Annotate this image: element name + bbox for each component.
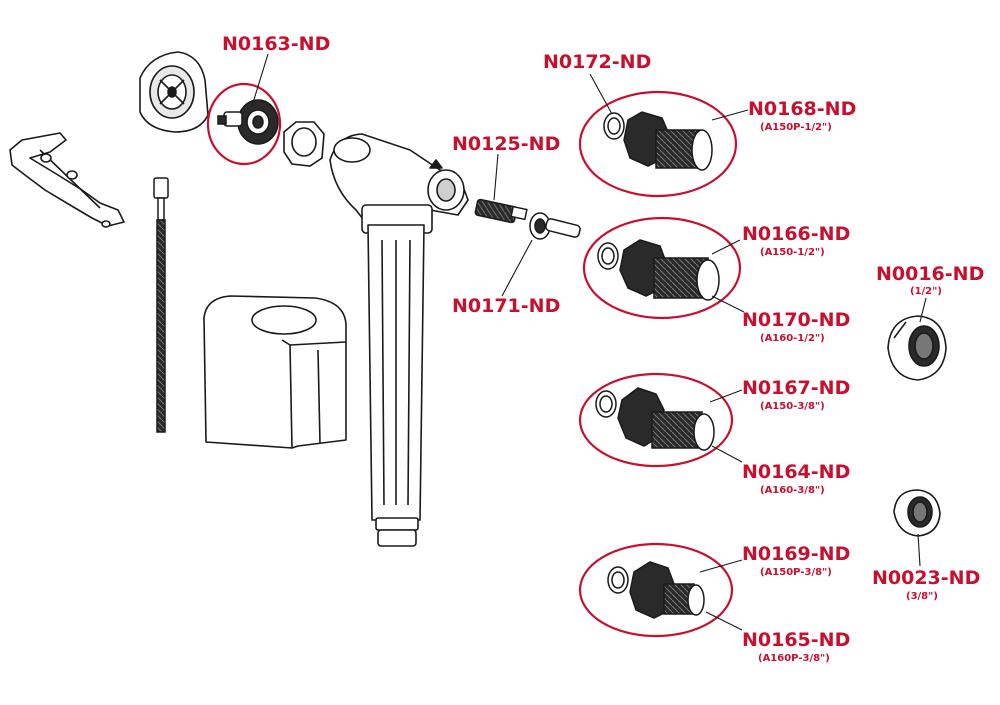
leader-n0172: [589, 73, 613, 115]
label-n0169: N0169-ND: [742, 543, 850, 565]
leader-n0171: [501, 239, 533, 297]
label-n0172: N0172-ND: [543, 51, 651, 73]
float-arm-lever: [9, 132, 125, 228]
label-n0023-note: (3/8"): [906, 591, 938, 602]
label-n0170-note: (A160-1/2"): [760, 333, 825, 344]
label-n0163: N0163-ND: [222, 33, 330, 55]
connector-group-n0167: [595, 387, 715, 451]
fill-valve-body: [329, 133, 469, 547]
label-n0168-note: (A150P-1/2"): [760, 122, 832, 133]
label-n0016: N0016-ND: [876, 263, 984, 285]
leader-n0170: [711, 295, 745, 313]
label-n0166: N0166-ND: [742, 223, 850, 245]
leader-n0164: [711, 445, 743, 463]
nut-n0023: [893, 489, 941, 537]
seal-stem-part: [529, 212, 581, 240]
label-n0164: N0164-ND: [742, 461, 850, 483]
label-n0169-note: (A150P-3/8"): [760, 567, 832, 578]
label-n0166-note: (A150-1/2"): [760, 247, 825, 258]
leader-n0016: [919, 297, 927, 323]
label-n0016-note: (1/2"): [910, 286, 942, 297]
highlight-n0168: [578, 90, 738, 198]
connector-group-n0169: [607, 561, 705, 619]
label-n0165: N0165-ND: [742, 629, 850, 651]
label-n0170: N0170-ND: [742, 309, 850, 331]
label-n0165-note: (A160P-3/8"): [758, 653, 830, 664]
float-rod: [153, 177, 169, 433]
float-cup: [203, 295, 347, 449]
leader-n0167: [709, 389, 743, 403]
label-n0171: N0171-ND: [452, 295, 560, 317]
valve-cap: [139, 51, 209, 133]
connector-group-n0166: [597, 239, 720, 301]
leader-n0163: [251, 53, 269, 107]
leader-n0168: [711, 109, 749, 121]
highlight-n0163: [206, 82, 282, 166]
highlight-n0166: [582, 216, 742, 320]
valve-nut: [283, 121, 325, 167]
nut-n0016: [887, 315, 947, 381]
highlight-n0169: [578, 542, 734, 638]
leader-n0165: [705, 611, 743, 631]
piston-part: [474, 198, 528, 224]
leader-n0166: [711, 239, 741, 255]
label-n0167: N0167-ND: [742, 377, 850, 399]
label-n0125: N0125-ND: [452, 133, 560, 155]
label-n0164-note: (A160-3/8"): [760, 485, 825, 496]
label-n0023: N0023-ND: [872, 567, 980, 589]
label-n0168: N0168-ND: [748, 98, 856, 120]
highlight-n0167: [578, 372, 734, 468]
label-n0167-note: (A150-3/8"): [760, 401, 825, 412]
diaphragm-part: [217, 99, 279, 145]
connector-group-n0168: [603, 111, 713, 171]
leader-n0169: [699, 559, 743, 573]
leader-n0023: [917, 533, 921, 567]
leader-n0125: [493, 153, 499, 201]
